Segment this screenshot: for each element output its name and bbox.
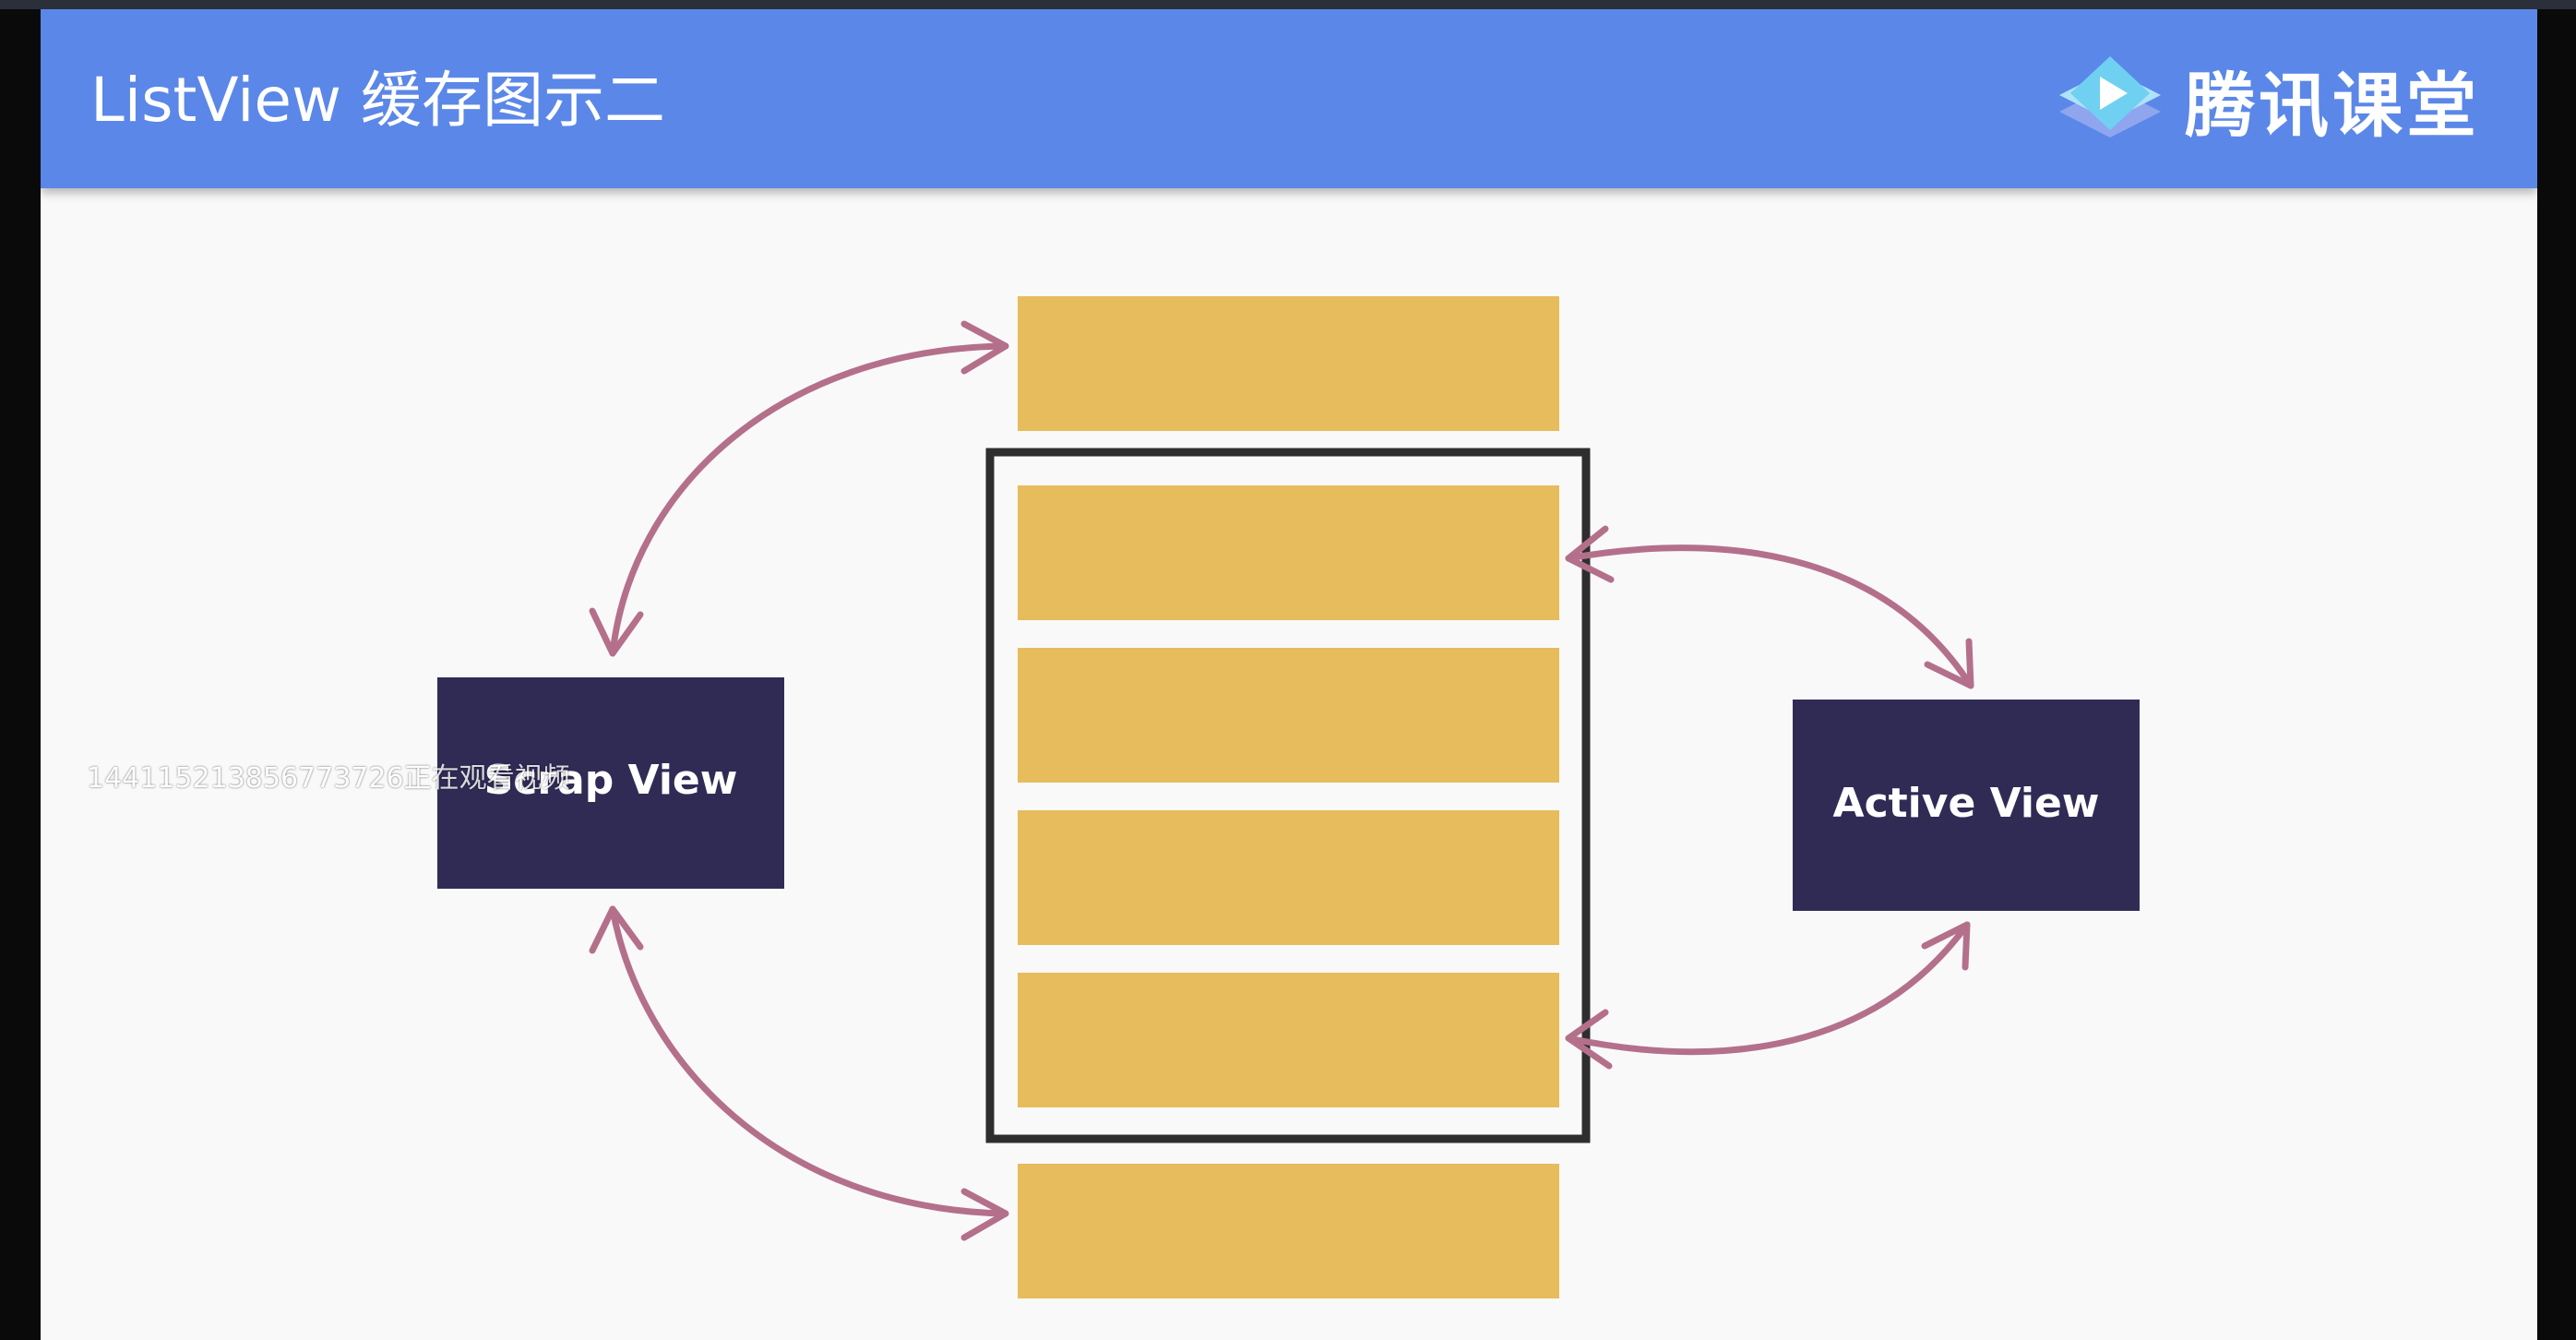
window-top-strip: [0, 0, 2576, 9]
slide-title: ListView 缓存图示二: [90, 65, 665, 136]
list-item-visible: [1018, 973, 1559, 1107]
list-item-visible: [1018, 485, 1559, 620]
active-view-node: Active View: [1793, 700, 2140, 911]
scrap-view-label: Scrap View: [484, 757, 738, 804]
slide-header: ListView 缓存图示二 腾讯课堂: [41, 9, 2537, 188]
brand-name: 腾讯课堂: [2185, 65, 2480, 147]
listview-cache-diagram: Scrap View Active View: [437, 296, 2140, 1298]
list-item-visible: [1018, 648, 1559, 783]
active-view-label: Active View: [1833, 780, 2100, 827]
arrow-scrap-to-bottom-item: [589, 905, 1009, 1241]
arrow-scrap-to-top-item: [589, 320, 1009, 657]
list-item-above: [1018, 296, 1559, 431]
scrap-view-node: Scrap View: [437, 677, 784, 889]
tencent-classroom-play-icon: [2059, 56, 2161, 138]
viewer-watermark: 144115213856773726正在观看视频: [87, 762, 570, 795]
list-item-visible: [1018, 810, 1559, 945]
arrow-active-to-last-visible-item: [1565, 921, 1971, 1070]
slide: ListView 缓存图示二 腾讯课堂 Scrap View Act: [41, 9, 2537, 1340]
listview-viewport-frame: [985, 448, 1591, 1143]
list-item-below: [1018, 1164, 1559, 1298]
brand-logo: 腾讯课堂: [2050, 35, 2480, 164]
arrow-active-to-first-visible-item: [1565, 525, 1974, 689]
